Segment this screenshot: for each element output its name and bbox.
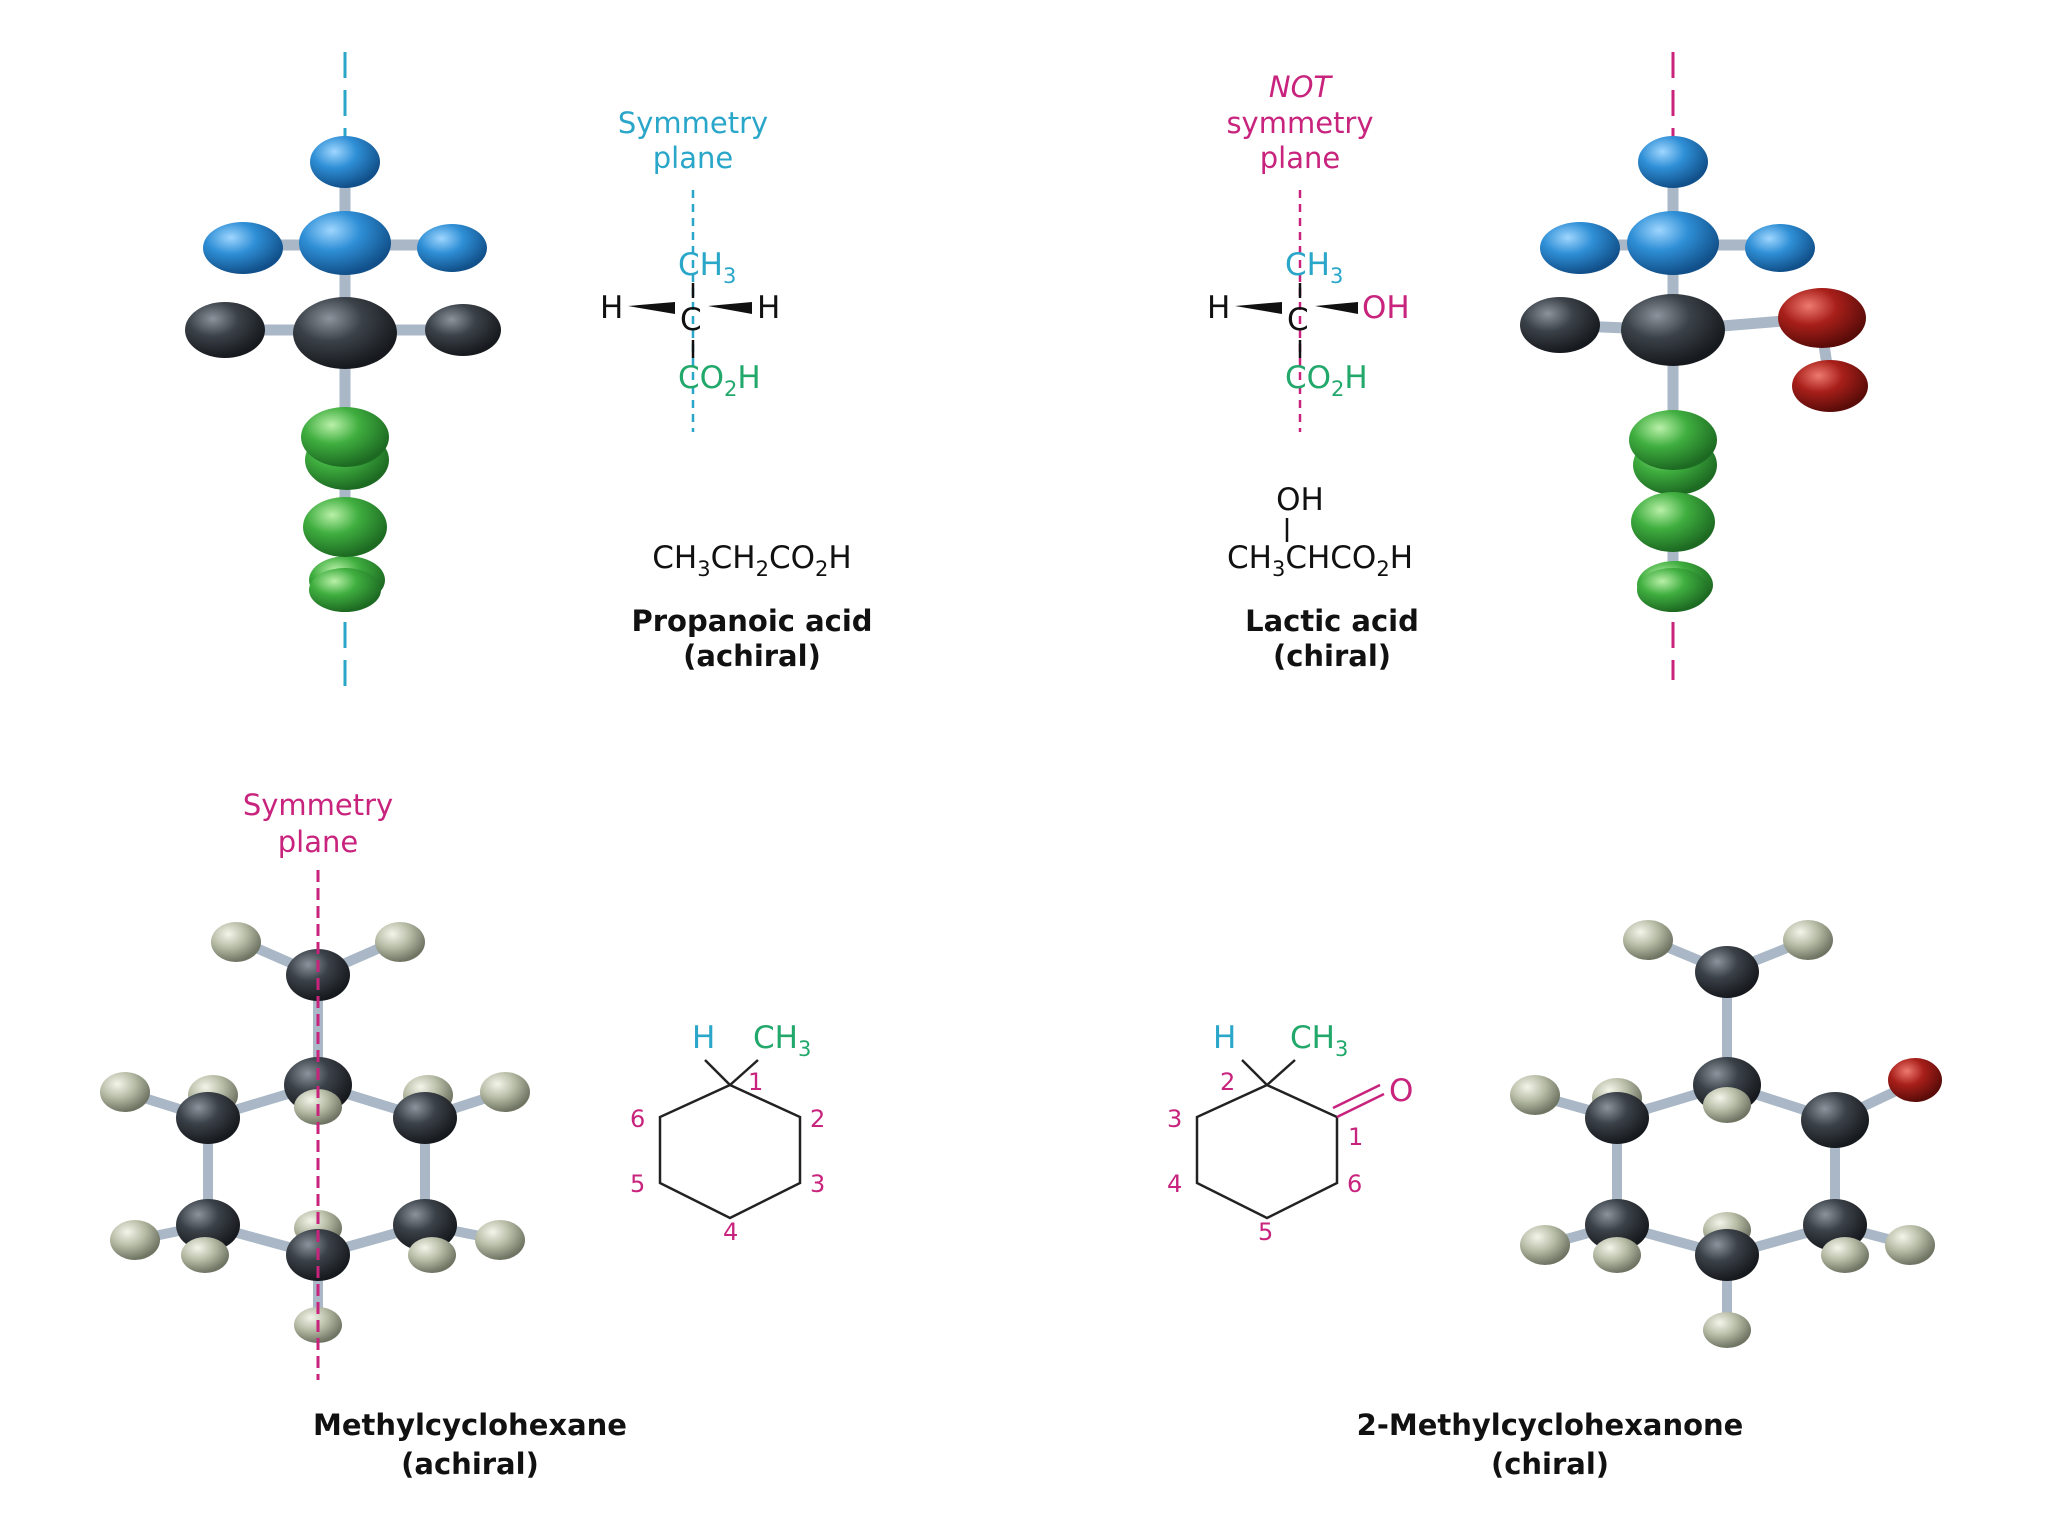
hydroxyl-label: OH [1362,290,1410,326]
methylcyclohexanone-model [1510,920,1942,1348]
condensed-formula: CH3CHCO2H [1227,540,1413,581]
ring-number: 4 [1167,1170,1182,1198]
propanoic-acid-model [185,52,501,690]
ring-number: 2 [1220,1068,1235,1096]
hydrogen-left: H [1207,290,1230,326]
plane-label-line1: symmetry [1226,106,1373,140]
not-label: NOT [1269,70,1334,104]
plane-label-line2: plane [653,141,733,175]
chirality-label: (chiral) [1491,1447,1609,1481]
methyl-group-label: CH3 [678,247,736,288]
lactic-acid-model [1520,52,1868,680]
compound-name: Methylcyclohexane [313,1408,627,1442]
central-carbon: C [1287,302,1309,338]
plane-label-line1: Symmetry [618,106,768,140]
ring-number: 1 [1348,1123,1363,1151]
plane-label-line1: Symmetry [243,788,393,822]
ring-number: 5 [1258,1218,1273,1246]
plane-label-line2: plane [1260,141,1340,175]
compound-name: Lactic acid [1245,604,1419,638]
hydrogen-label: H [692,1020,715,1056]
carboxyl-group-label: CO2H [1285,360,1368,401]
ring-number: 6 [630,1105,645,1133]
chirality-label: (achiral) [401,1447,539,1481]
central-carbon: C [680,302,702,338]
ring-number: 6 [1347,1170,1362,1198]
hydrogen-right: H [757,290,780,326]
ring-number: 1 [748,1068,763,1096]
methylcyclohexane-structure: H CH3 1 2 3 4 5 6 Methylcyclohexane (ach… [313,1020,825,1481]
carboxyl-group-label: CO2H [678,360,761,401]
methyl-group-label: CH3 [1285,247,1343,288]
condensed-formula: CH3CH2CO2H [652,540,851,581]
ring-number: 5 [630,1170,645,1198]
compound-name: 2-Methylcyclohexanone [1357,1408,1744,1442]
methylcyclohexane-model: Symmetry plane [100,788,530,1380]
propanoic-acid-structure: Symmetry plane CH3 H C H CO2H CH3CH2CO2H… [600,106,873,673]
methyl-group-label: CH3 [1290,1020,1348,1061]
compound-name: Propanoic acid [631,604,872,638]
oxygen-label: O [1389,1073,1413,1109]
lactic-acid-structure: NOT symmetry plane CH3 H C OH CO2H OH CH… [1207,70,1419,673]
ring-number: 3 [1167,1105,1182,1133]
hydrogen-label: H [1213,1020,1236,1056]
ring-number: 2 [810,1105,825,1133]
plane-label-line2: plane [278,825,358,859]
ring-number: 3 [810,1170,825,1198]
chirality-label: (achiral) [683,639,821,673]
methyl-group-label: CH3 [753,1020,811,1061]
formula-hydroxyl: OH [1276,482,1324,518]
ring-number: 4 [723,1218,738,1246]
hydrogen-left: H [600,290,623,326]
methylcyclohexanone-structure: O H CH3 1 2 3 4 5 6 2-Methylcyclohexanon… [1167,1020,1743,1481]
chirality-label: (chiral) [1273,639,1391,673]
